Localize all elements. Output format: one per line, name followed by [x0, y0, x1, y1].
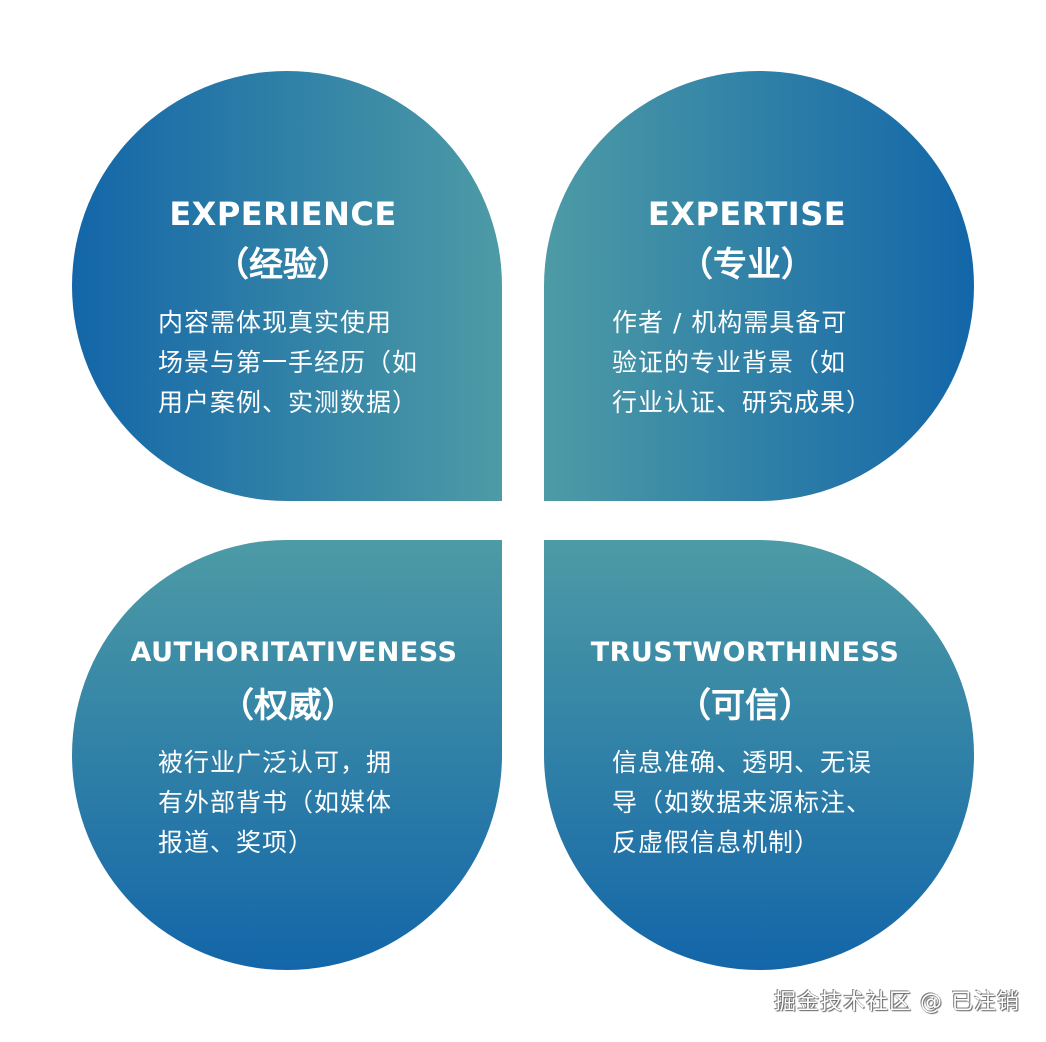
- expertise-line: 验证的专业背景（如: [612, 348, 847, 377]
- trustworthiness-subtitle: （可信）: [677, 686, 813, 726]
- trustworthiness-petal: TRUSTWORTHINESS （可信） 信息准确、透明、无误 导（如数据来源标…: [544, 540, 974, 970]
- experience-subtitle: （经验）: [215, 245, 351, 285]
- trustworthiness-description: 信息准确、透明、无误 导（如数据来源标注、 反虚假信息机制）: [612, 743, 882, 863]
- trustworthiness-line: 导（如数据来源标注、: [612, 788, 873, 817]
- authoritativeness-line: 有外部背书（如媒体: [158, 788, 393, 817]
- trustworthiness-line: 反虚假信息机制）: [612, 828, 821, 857]
- experience-line: 内容需体现真实使用: [158, 308, 393, 337]
- experience-line: 用户案例、实测数据）: [158, 388, 419, 417]
- expertise-line: 行业认证、研究成果）: [612, 388, 873, 417]
- authoritativeness-title: AUTHORITATIVENESS: [130, 637, 458, 668]
- expertise-description: 作者 / 机构需具备可 验证的专业背景（如 行业认证、研究成果）: [612, 303, 882, 423]
- authoritativeness-subtitle: （权威）: [220, 686, 356, 726]
- authoritativeness-line: 被行业广泛认可，拥: [158, 748, 393, 777]
- experience-description: 内容需体现真实使用 场景与第一手经历（如 用户案例、实测数据）: [158, 303, 428, 423]
- experience-title: EXPERIENCE: [169, 195, 397, 233]
- expertise-line: 作者 / 机构需具备可: [612, 308, 848, 337]
- experience-petal: EXPERIENCE （经验） 内容需体现真实使用 场景与第一手经历（如 用户案…: [72, 71, 502, 501]
- authoritativeness-petal: AUTHORITATIVENESS （权威） 被行业广泛认可，拥 有外部背书（如…: [72, 540, 502, 970]
- expertise-subtitle: （专业）: [679, 245, 815, 285]
- authoritativeness-line: 报道、奖项）: [158, 828, 315, 857]
- trustworthiness-title: TRUSTWORTHINESS: [590, 637, 900, 668]
- experience-line: 场景与第一手经历（如: [158, 348, 419, 377]
- trustworthiness-line: 信息准确、透明、无误: [612, 748, 873, 777]
- expertise-petal: EXPERTISE （专业） 作者 / 机构需具备可 验证的专业背景（如 行业认…: [544, 71, 974, 501]
- authoritativeness-description: 被行业广泛认可，拥 有外部背书（如媒体 报道、奖项）: [158, 743, 428, 863]
- expertise-title: EXPERTISE: [647, 195, 847, 233]
- watermark: 掘金技术社区 @ 已注销: [774, 990, 1020, 1015]
